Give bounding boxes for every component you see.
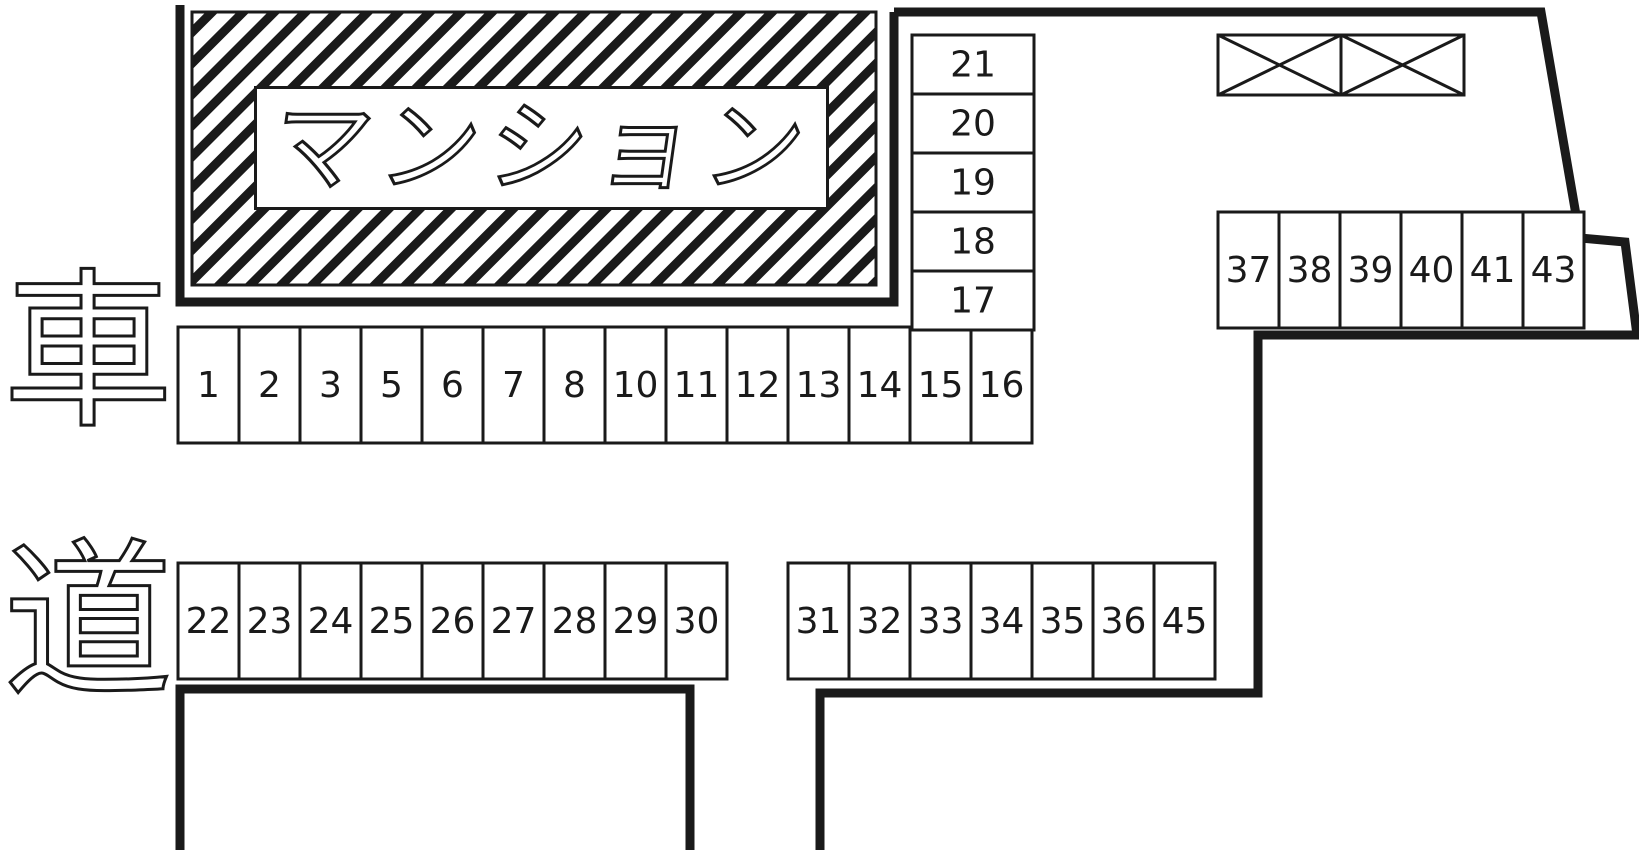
- parking-space-number: 15: [918, 365, 964, 406]
- parking-space: [910, 210, 1036, 273]
- parking-space: [725, 325, 790, 445]
- parking-space: [664, 325, 729, 445]
- crossed-box-icon: [1339, 33, 1466, 97]
- parking-space-number: 28: [552, 601, 598, 642]
- parking-space-number: 13: [796, 365, 842, 406]
- parking-space-number: 22: [186, 601, 232, 642]
- parking-space: [420, 325, 485, 445]
- parking-space-number: 2: [258, 365, 281, 406]
- parking-space-number: 30: [674, 601, 720, 642]
- parking-space: [910, 92, 1036, 155]
- parking-space: [1399, 210, 1464, 330]
- parking-space-number: 39: [1348, 250, 1394, 291]
- parking-space: [910, 151, 1036, 214]
- parking-space: [910, 269, 1036, 332]
- parking-space-number: 37: [1226, 250, 1272, 291]
- cross-line: [1340, 33, 1465, 97]
- building-label: マンション: [262, 88, 821, 208]
- parking-space-number: 7: [502, 365, 525, 406]
- parking-space-number: 41: [1470, 250, 1516, 291]
- parking-space-number: 32: [857, 601, 903, 642]
- parking-space-number: 6: [441, 365, 464, 406]
- parking-space-number: 40: [1409, 250, 1455, 291]
- parking-space-number: 20: [950, 104, 996, 145]
- parking-space-number: 19: [950, 163, 996, 204]
- road-label-char: 道: [1, 524, 174, 722]
- parking-space: [664, 561, 729, 681]
- parking-space: [359, 561, 424, 681]
- parking-space-number: 38: [1287, 250, 1333, 291]
- parking-space: [237, 325, 302, 445]
- upper-right-wall: [815, 7, 1639, 850]
- parking-space: [786, 325, 851, 445]
- parking-space: [969, 561, 1034, 681]
- parking-space: [1338, 210, 1403, 330]
- parking-space-number: 16: [979, 365, 1025, 406]
- parking-space: [1460, 210, 1525, 330]
- parking-space: [237, 561, 302, 681]
- crossed-boxes: [1216, 33, 1466, 97]
- parking-space: [910, 33, 1036, 96]
- parking-space-number: 10: [613, 365, 659, 406]
- parking-space-number: 8: [563, 365, 586, 406]
- parking-space: [176, 561, 241, 681]
- parking-space-number: 11: [674, 365, 720, 406]
- parking-space: [603, 325, 668, 445]
- parking-space-number: 5: [380, 365, 403, 406]
- parking-space-number: 21: [950, 45, 996, 86]
- parking-space: [1152, 561, 1217, 681]
- parking-space-number: 17: [950, 281, 996, 322]
- parking-space: [298, 325, 363, 445]
- cross-line: [1217, 33, 1342, 97]
- parking-space-number: 27: [491, 601, 537, 642]
- parking-space: [1521, 210, 1586, 330]
- building-label-box: マンション: [254, 86, 829, 210]
- parking-space-number: 36: [1101, 601, 1147, 642]
- parking-space: [969, 325, 1034, 445]
- parking-space: [1091, 561, 1156, 681]
- parking-space-number: 43: [1531, 250, 1577, 291]
- parking-space-number: 29: [613, 601, 659, 642]
- building-left-wall: [175, 5, 899, 307]
- parking-space: [420, 561, 485, 681]
- parking-space-number: 14: [857, 365, 903, 406]
- parking-space: [1216, 210, 1281, 330]
- parking-space: [847, 561, 912, 681]
- parking-space-number: 1: [197, 365, 220, 406]
- parking-space-number: 26: [430, 601, 476, 642]
- parking-space-number: 18: [950, 222, 996, 263]
- parking-space-number: 33: [918, 601, 964, 642]
- road-label-stack: 車道: [1, 267, 174, 710]
- parking-space-number: 35: [1040, 601, 1086, 642]
- parking-space-number: 23: [247, 601, 293, 642]
- parking-space-number: 31: [796, 601, 842, 642]
- parking-space-number: 3: [319, 365, 342, 406]
- parking-space: [1030, 561, 1095, 681]
- parking-space-number: 34: [979, 601, 1025, 642]
- parking-space-number: 24: [308, 601, 354, 642]
- parking-space-number: 12: [735, 365, 781, 406]
- road-label-char: 車: [1, 254, 174, 452]
- lower-left-wall: [175, 684, 695, 850]
- parking-space-number: 25: [369, 601, 415, 642]
- parking-space: [359, 325, 424, 445]
- parking-space-number: 45: [1162, 601, 1208, 642]
- lot-boundary: [175, 5, 1639, 850]
